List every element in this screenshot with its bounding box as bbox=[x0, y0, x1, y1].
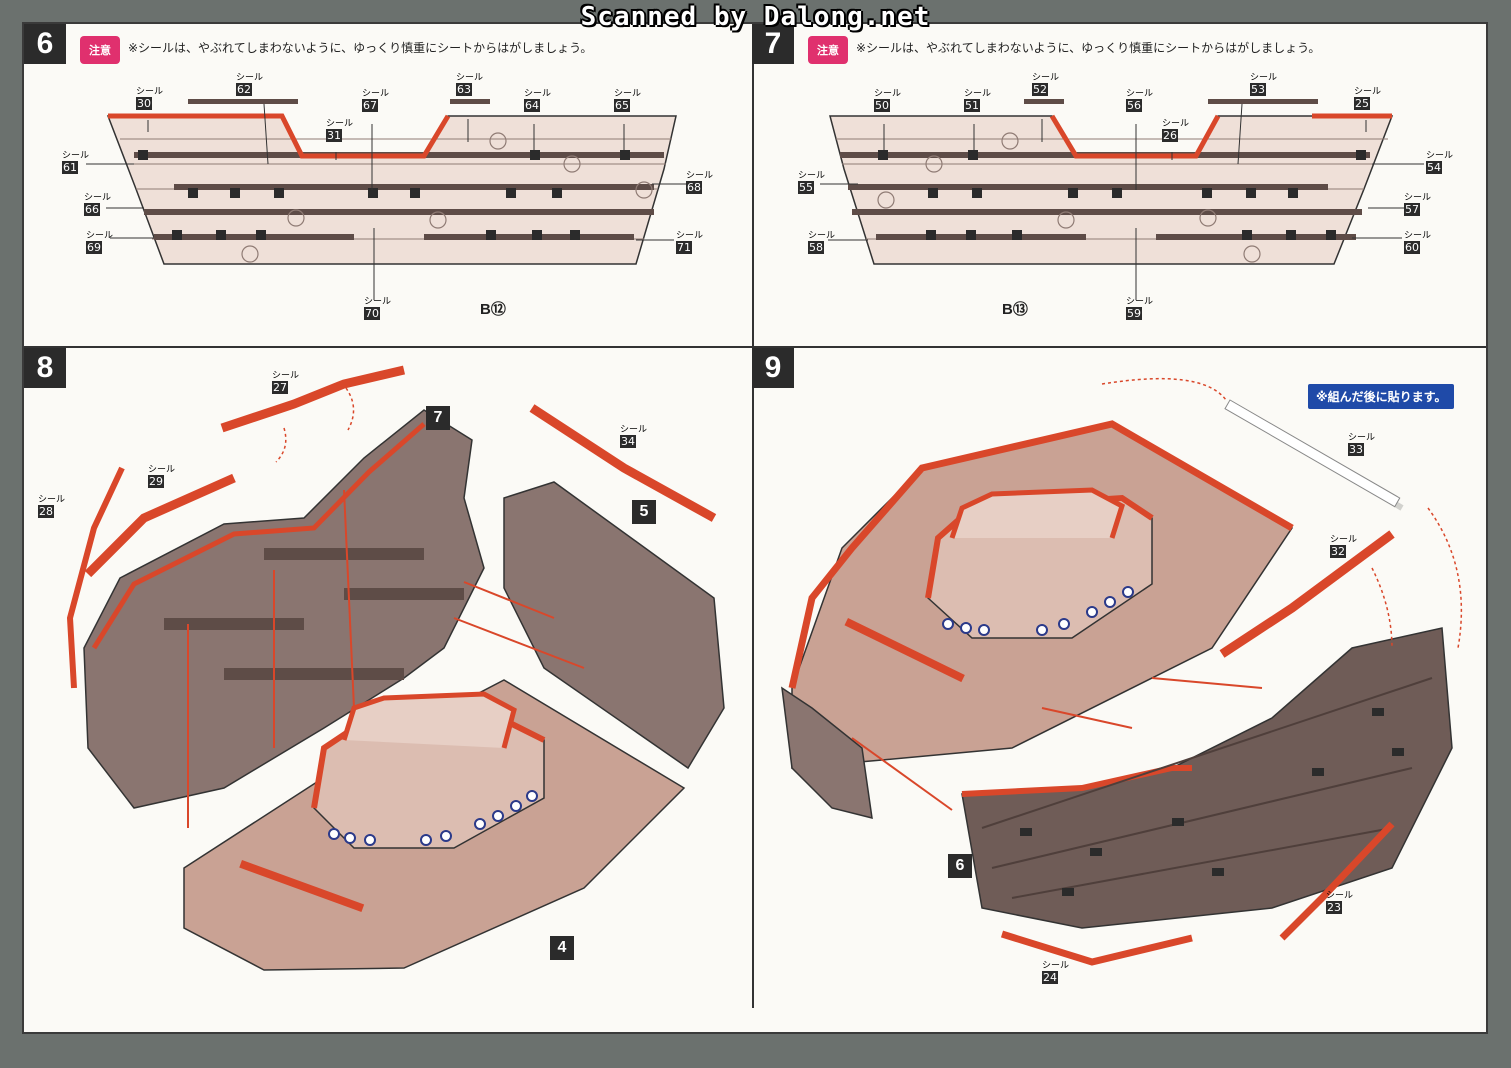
hull-side-diagram-b12 bbox=[86, 99, 686, 300]
sticker-tag-25: シール 25 bbox=[1354, 87, 1382, 110]
hull-side-diagram-b13 bbox=[820, 99, 1424, 300]
sticker-tag-56: シール 56 bbox=[1126, 89, 1154, 112]
sticker-tag-55: シール 55 bbox=[798, 171, 826, 194]
sticker-tag-23: シール 23 bbox=[1326, 891, 1354, 914]
sticker-tag-29: シール 29 bbox=[148, 465, 176, 488]
board-label-b12: B⑫ bbox=[480, 301, 506, 318]
caution-text: ※シールは、やぶれてしまわないように、ゆっくり慎重にシートからはがしましょう。 bbox=[856, 41, 1321, 55]
step-number: 7 bbox=[752, 24, 794, 64]
sticker-strip-52 bbox=[1024, 99, 1064, 104]
sticker-tag-60: シール 60 bbox=[1404, 231, 1432, 254]
sticker-tag-62: シール 62 bbox=[236, 73, 264, 96]
sticker-tag-58: シール 58 bbox=[808, 231, 836, 254]
sticker-tag-34: シール 34 bbox=[620, 425, 648, 448]
sticker-strip-62 bbox=[188, 99, 298, 104]
sticker-tag-54: シール 54 bbox=[1426, 151, 1454, 174]
sticker-tag-27: シール 27 bbox=[272, 371, 300, 394]
sticker-tag-53: シール 53 bbox=[1250, 73, 1278, 96]
caution-text: ※シールは、やぶれてしまわないように、ゆっくり慎重にシートからはがしましょう。 bbox=[128, 41, 593, 55]
sticker-tag-65: シール 65 bbox=[614, 89, 642, 112]
caution-badge: 注意 bbox=[808, 36, 848, 64]
sticker-strip-53 bbox=[1208, 99, 1318, 104]
sticker-tag-64: シール 64 bbox=[524, 89, 552, 112]
hull-assembly-diagram bbox=[66, 365, 725, 971]
red-rail bbox=[108, 113, 451, 159]
part-number-4: 4 bbox=[550, 936, 574, 960]
apply-after-assembly-note: ※組んだ後に貼ります。 bbox=[1308, 384, 1455, 409]
caution-badge: 注意 bbox=[80, 36, 120, 64]
sticker-tag-59: シール 59 bbox=[1126, 297, 1154, 320]
sticker-strip-32 bbox=[1219, 530, 1395, 658]
step-number: 6 bbox=[24, 24, 66, 64]
sticker-tag-33: シール 33 bbox=[1348, 433, 1376, 456]
hull-lower bbox=[781, 686, 873, 819]
step-8-panel: 8 bbox=[24, 348, 754, 1008]
sticker-tag-63: シール 63 bbox=[456, 73, 484, 96]
sticker-tag-57: シール 57 bbox=[1404, 193, 1432, 216]
sticker-tag-26: シール 26 bbox=[1162, 119, 1190, 142]
sticker-tag-50: シール 50 bbox=[874, 89, 902, 112]
board-label-b13: B⑬ bbox=[1002, 301, 1028, 318]
sticker-tag-66: シール 66 bbox=[84, 193, 112, 216]
sticker-tag-61: シール 61 bbox=[62, 151, 90, 174]
sticker-tag-32: シール 32 bbox=[1330, 535, 1358, 558]
sticker-strip-23 bbox=[1279, 821, 1395, 941]
step-6-panel: 6 注意 ※シールは、やぶれてしまわないように、ゆっくり慎重にシートからはがしま… bbox=[24, 24, 754, 348]
sticker-tag-24: シール 24 bbox=[1042, 961, 1070, 984]
step-number: 9 bbox=[752, 348, 794, 388]
sticker-tag-52: シール 52 bbox=[1032, 73, 1060, 96]
step-7-panel: 7 注意 ※シールは、やぶれてしまわないように、ゆっくり慎重にシートからはがしま… bbox=[752, 24, 1486, 348]
sticker-tag-31: シール 31 bbox=[326, 119, 354, 142]
final-assembly-diagram bbox=[781, 377, 1463, 966]
sticker-strip-63 bbox=[450, 99, 490, 104]
sticker-tag-70: シール 70 bbox=[364, 297, 392, 320]
part-number-7: 7 bbox=[426, 406, 450, 430]
sticker-tag-68: シール 68 bbox=[686, 171, 714, 194]
sticker-strip-24 bbox=[1000, 930, 1193, 966]
part-number-5: 5 bbox=[632, 500, 656, 524]
sticker-tag-71: シール 71 bbox=[676, 231, 704, 254]
step-9-panel: 9 ※組んだ後に貼ります。 bbox=[752, 348, 1486, 1008]
part-number-6: 6 bbox=[948, 854, 972, 878]
sticker-strip-34 bbox=[529, 404, 717, 522]
sticker-tag-51: シール 51 bbox=[964, 89, 992, 112]
hull-half bbox=[83, 409, 485, 809]
scan-credit: Scanned by Dalong.net bbox=[580, 2, 931, 32]
sticker-strip-28 bbox=[66, 466, 125, 689]
sticker-strip-27 bbox=[220, 365, 406, 433]
sticker-tag-28: シール 28 bbox=[38, 495, 66, 518]
sticker-tag-69: シール 69 bbox=[86, 231, 114, 254]
sticker-strip-29 bbox=[84, 473, 236, 578]
step-number: 8 bbox=[24, 348, 66, 388]
sticker-tag-30: シール 30 bbox=[136, 87, 164, 110]
sticker-tag-67: シール 67 bbox=[362, 89, 390, 112]
